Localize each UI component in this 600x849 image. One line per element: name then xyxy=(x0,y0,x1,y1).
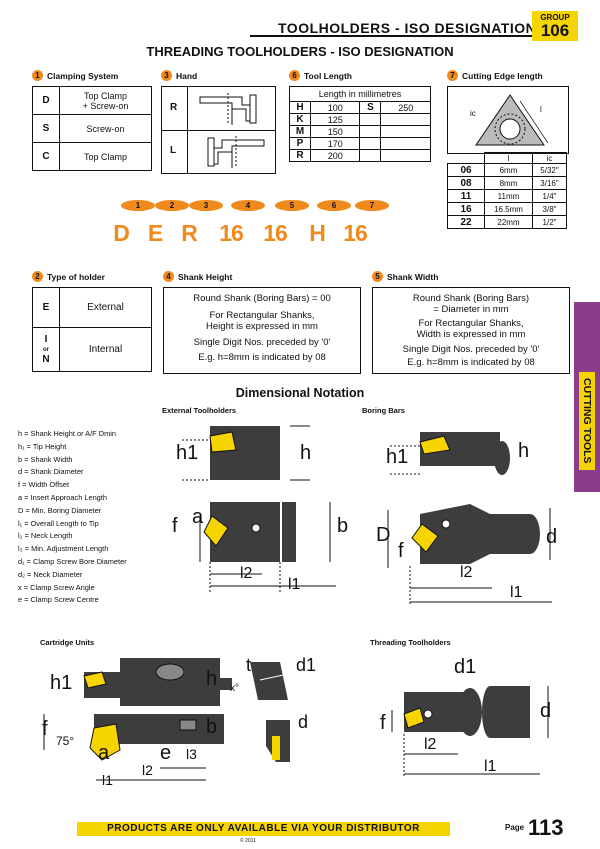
shank-height-box: Round Shank (Boring Bars) = 00 For Recta… xyxy=(163,287,361,374)
dimensional-notation-title: Dimensional Notation xyxy=(235,386,365,400)
section-holder-type-title: 2 Type of holder xyxy=(32,271,105,282)
hand-table: R L xyxy=(161,86,276,174)
section-clamping-title: 1 Clamping System xyxy=(32,70,118,81)
section-hand-title: 3 Hand xyxy=(161,70,197,81)
section-cutting-edge-title: 7 Cutting Edge length xyxy=(447,70,543,81)
group-number: 106 xyxy=(540,21,570,40)
threading-toolholder-diagram xyxy=(391,686,549,776)
section-number: 1 xyxy=(32,70,43,81)
copyright: © 2011 xyxy=(240,838,256,844)
section-tool-length-title: 6 Tool Length xyxy=(289,70,352,81)
external-toolholder-diagram xyxy=(182,425,336,592)
page-subtitle: THREADING TOOLHOLDERS - ISO DESIGNATION xyxy=(146,44,454,59)
cartridge-units-diagram xyxy=(43,658,290,781)
designation-code-example: 1 2 3 4 5 6 7 D E R 16 16 H 16 xyxy=(100,200,389,250)
section-shank-height-title: 4 Shank Height xyxy=(163,271,232,282)
boring-bars-heading: Boring Bars xyxy=(362,406,405,415)
dimension-legend: h = Shank Height or A/F Dmin h₁ = Tip He… xyxy=(18,429,127,605)
clamping-table: D Top Clamp+ Screw-on S Screw-on C Top C… xyxy=(32,86,152,171)
group-badge: GROUP 106 xyxy=(532,11,578,41)
header-rule xyxy=(250,35,532,37)
cartridge-units-heading: Cartridge Units xyxy=(40,638,95,647)
section-shank-width-title: 5 Shank Width xyxy=(372,271,438,282)
left-hand-diagram xyxy=(207,136,265,168)
threading-toolholders-heading: Threading Toolholders xyxy=(370,638,451,647)
sidebar-label: CUTTING TOOLS xyxy=(579,372,595,470)
group-label: GROUP xyxy=(540,13,570,22)
insert-diagram: ic l xyxy=(447,86,569,154)
shank-width-box: Round Shank (Boring Bars) = Diameter in … xyxy=(372,287,570,374)
page-label: Page xyxy=(505,823,525,832)
distributor-banner: PRODUCTS ARE ONLY AVAILABLE VIA YOUR DIS… xyxy=(77,822,450,836)
right-hand-diagram xyxy=(199,93,257,125)
page-number: 113 xyxy=(528,815,564,840)
external-toolholders-heading: External Toolholders xyxy=(162,406,237,415)
boring-bar-diagram xyxy=(387,432,552,604)
page-header-title: TOOLHOLDERS - ISO DESIGNATION xyxy=(278,20,537,36)
